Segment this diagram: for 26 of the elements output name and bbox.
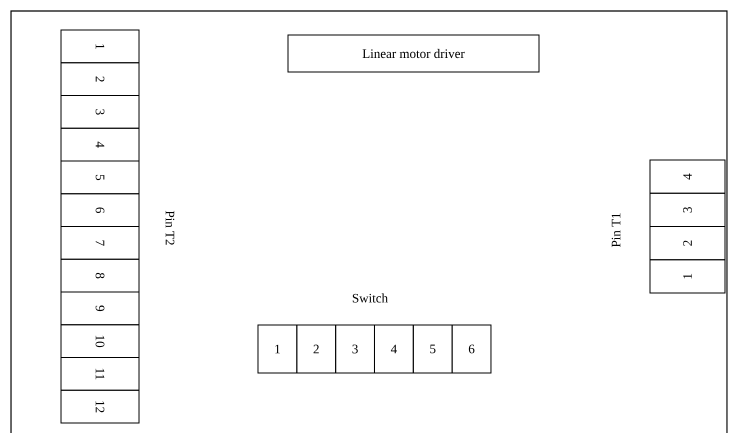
terminal-cell: 1 (650, 259, 726, 294)
terminal-cell: 2 (60, 62, 140, 96)
terminal-cell: 5 (60, 160, 140, 194)
block-label: Pin T2 (166, 210, 174, 245)
switch-cell: 5 (412, 324, 453, 374)
terminal-cell: 3 (650, 192, 726, 227)
terminal-cell: 4 (60, 128, 140, 162)
switch-cell: 2 (296, 324, 336, 374)
switch-cell: 1 (258, 324, 298, 374)
terminal-cell: 12 (60, 390, 140, 424)
block-label: Switch (352, 293, 388, 303)
switch-cell: 3 (335, 324, 375, 374)
terminal-cell: 4 (650, 159, 726, 194)
terminal-cell: 10 (60, 324, 140, 358)
terminal-cell: 11 (60, 357, 140, 391)
terminal-cell: 2 (650, 226, 726, 260)
terminal-cell: 7 (60, 226, 140, 260)
terminal-cell: 6 (60, 193, 140, 227)
terminal-cell: 1 (60, 30, 140, 64)
driver-box: Linear motor driver (288, 34, 540, 72)
terminal-cell: 8 (60, 258, 140, 292)
terminal-cell: 9 (60, 292, 140, 326)
switch-cell: 6 (452, 324, 492, 374)
switch-cell: 4 (374, 324, 414, 374)
block-label: Pin T1 (612, 213, 620, 248)
terminal-cell: 3 (60, 95, 140, 129)
